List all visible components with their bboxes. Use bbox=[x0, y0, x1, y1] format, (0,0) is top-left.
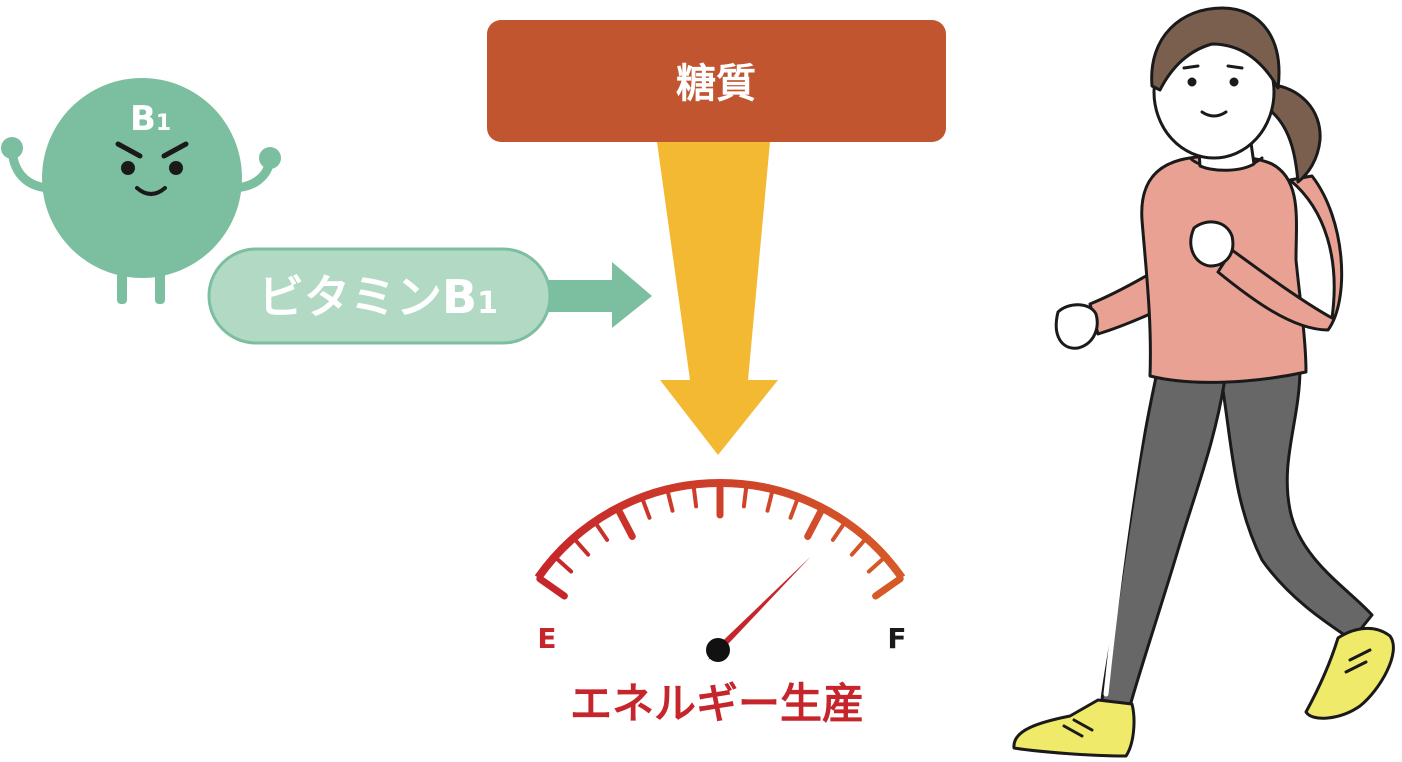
vitamin-label: ビタミンB1 bbox=[258, 270, 498, 324]
runner-back-shoe bbox=[1304, 626, 1395, 720]
runner-right-brow bbox=[1226, 64, 1244, 70]
mascot-right-brow bbox=[161, 141, 189, 159]
mascot-left-brow bbox=[115, 141, 143, 159]
runner-ponytail bbox=[1264, 82, 1322, 184]
vitamin-b1-mascot: B1 bbox=[1, 78, 281, 304]
mascot-body bbox=[42, 78, 242, 278]
gauge-minor-tick bbox=[593, 521, 610, 542]
gauge-major-tick bbox=[536, 575, 568, 600]
gauge-minor-tick bbox=[554, 556, 574, 574]
gauge-minor-tick bbox=[866, 556, 886, 574]
gauge-ticks bbox=[536, 481, 904, 600]
gauge-minor-tick bbox=[572, 537, 591, 557]
gauge-hub bbox=[706, 638, 730, 662]
mascot-right-hand bbox=[259, 147, 281, 169]
runner-back-shoe-lace bbox=[1344, 648, 1372, 674]
runner-woman bbox=[1012, 6, 1395, 758]
glucose-box bbox=[487, 20, 946, 142]
mascot-right-eye bbox=[169, 161, 183, 175]
gauge-major-tick bbox=[804, 506, 826, 540]
gauge-needle bbox=[708, 556, 811, 660]
runner-left-brow bbox=[1182, 64, 1200, 70]
glucose-label: 糖質 bbox=[676, 61, 756, 107]
runner-back-fist bbox=[1054, 303, 1099, 350]
gauge-empty-label: E bbox=[537, 622, 556, 655]
gauge-minor-tick bbox=[665, 489, 675, 513]
gauge-minor-tick bbox=[765, 489, 775, 513]
gauge-minor-tick bbox=[788, 497, 800, 520]
runner-leg-stripe bbox=[1103, 375, 1153, 697]
glucose-down-arrow bbox=[657, 142, 778, 455]
mascot-badge-main: B bbox=[130, 99, 156, 139]
runner-right-eye bbox=[1229, 77, 1239, 87]
mascot-badge: B1 bbox=[130, 99, 171, 139]
runner-mouth bbox=[1200, 110, 1228, 118]
energy-gauge: E F エネルギー生産 bbox=[534, 479, 907, 728]
gauge-minor-tick bbox=[640, 497, 652, 520]
runner-back-leg bbox=[1218, 366, 1374, 642]
glucose-group: 糖質 bbox=[487, 20, 946, 455]
runner-front-arm bbox=[1216, 174, 1344, 332]
runner-front-shoe bbox=[1012, 698, 1136, 758]
gauge-minor-tick bbox=[691, 484, 699, 509]
gauge-major-tick bbox=[614, 506, 636, 540]
runner-hair bbox=[1150, 6, 1281, 92]
runner-front-shoe-lace bbox=[1062, 718, 1094, 738]
mascot-left-eye bbox=[121, 161, 135, 175]
mascot-mouth bbox=[135, 186, 167, 196]
gauge-minor-tick bbox=[741, 484, 749, 509]
runner-front-fist bbox=[1189, 220, 1235, 268]
runner-front-leg bbox=[1100, 366, 1228, 708]
vitamin-label-main: ビタミンB bbox=[258, 270, 477, 324]
vitamin-group: ビタミンB1 bbox=[207, 247, 652, 345]
gauge-minor-tick bbox=[830, 521, 847, 542]
gauge-caption: エネルギー生産 bbox=[570, 679, 864, 728]
mascot-badge-sub: 1 bbox=[156, 111, 171, 136]
vitamin-label-sub: 1 bbox=[477, 286, 498, 321]
mascot-left-hand bbox=[1, 137, 23, 159]
gauge-minor-tick bbox=[849, 537, 868, 557]
vitamin-pill bbox=[207, 247, 552, 345]
gauge-major-tick bbox=[872, 575, 904, 600]
gauge-full-label: F bbox=[887, 622, 906, 655]
vitamin-arrow bbox=[540, 262, 652, 328]
runner-left-eye bbox=[1187, 77, 1197, 87]
